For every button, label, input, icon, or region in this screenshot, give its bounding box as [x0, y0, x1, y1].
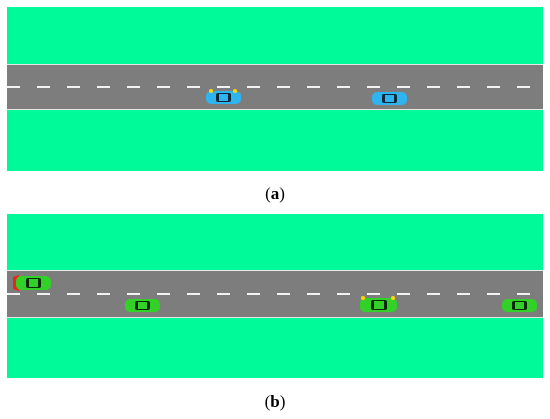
lane-divider	[7, 86, 543, 88]
car-green-braking	[13, 275, 51, 291]
car-green-3	[360, 296, 397, 312]
caption-a-label: a	[270, 184, 280, 203]
caption-a: (a)	[265, 184, 285, 203]
caption-b: (b)	[264, 392, 286, 411]
caption-b-label: b	[270, 392, 280, 411]
car-blue-2	[372, 92, 407, 105]
car-green-2	[125, 299, 160, 312]
lane-divider	[7, 293, 543, 295]
road	[7, 270, 543, 318]
road	[7, 64, 543, 110]
scene-panel-a	[7, 7, 543, 171]
car-blue-1	[206, 89, 241, 104]
car-green-4	[502, 299, 537, 312]
scene-panel-b	[7, 214, 543, 378]
